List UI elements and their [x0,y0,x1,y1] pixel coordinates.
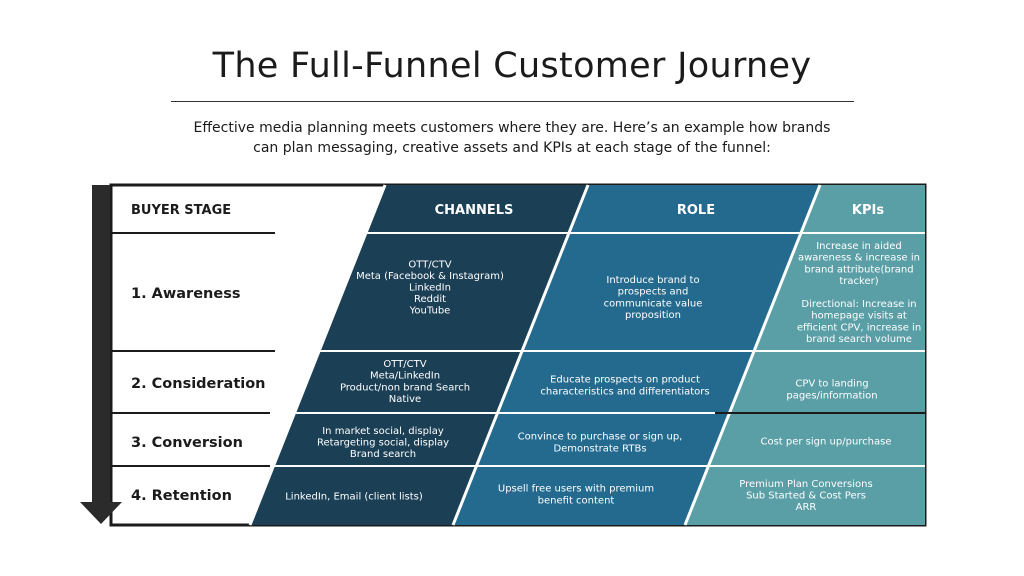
cell-line: Demonstrate RTBs [553,443,646,454]
cell-line: Reddit [414,294,446,305]
cell-line: Brand search [350,449,416,460]
cell-line: prospects and [618,287,689,298]
stage-conversion: 3. Conversion [131,435,243,451]
cell-line: brand attribute(brand [804,264,913,275]
cell-role-row-3: Convince to purchase or sign up,Demonstr… [518,432,683,455]
cell-line: awareness & increase in [798,253,920,264]
kpis-band [685,185,925,525]
cell-line: Sub Started & Cost Pers [746,491,866,502]
cell-line: Product/non brand Search [340,382,470,393]
cell-line: LinkedIn, Email (client lists) [285,492,423,503]
cell-line: Educate prospects on product [550,375,700,386]
subtitle-line-2: can plan messaging, creative assets and … [253,140,771,156]
cell-line: benefit content [538,495,615,506]
header-channels: CHANNELS [435,203,514,218]
cell-line: characteristics and differentiators [540,386,709,397]
cell-line: homepage visits at [811,311,907,322]
cell-line: Meta (Facebook & Instagram) [356,271,504,282]
role-band [453,185,820,525]
channels-band [250,185,588,525]
cell-line: Convince to purchase or sign up, [518,432,683,443]
cell-line: YouTube [409,306,451,317]
cell-line: Upsell free users with premium [498,484,654,495]
page-title: The Full-Funnel Customer Journey [212,46,812,86]
cell-line: pages/information [786,390,877,401]
cell-line: Premium Plan Conversions [739,479,872,490]
stage-retention: 4. Retention [131,488,232,504]
cell-line: CPV to landing [795,379,868,390]
cell-line: proposition [625,310,681,321]
cell-line: Retargeting social, display [317,438,449,449]
cell-line: ARR [796,502,817,513]
cell-line: tracker) [839,276,878,287]
cell-line: Introduce brand to [606,275,699,286]
stage-awareness: 1. Awareness [131,286,240,302]
cell-line: In market social, display [322,426,444,437]
cell-line: Increase in aided [816,241,902,252]
cell-kpis-row-3: Cost per sign up/purchase [760,437,891,448]
stage-consideration: 2. Consideration [131,376,266,392]
funnel-arrow-head [80,502,122,524]
column-divider [248,184,387,526]
cell-line: efficient CPV, increase in [797,322,921,333]
cell-channels-row-4: LinkedIn, Email (client lists) [285,492,423,503]
cell-line: LinkedIn [409,283,451,294]
cell-line: brand search volume [806,334,912,345]
column-divider [451,184,590,526]
cell-line: communicate value [604,298,703,309]
cell-line: Meta/LinkedIn [370,371,440,382]
column-divider [683,184,822,526]
subtitle-line-1: Effective media planning meets customers… [193,120,831,136]
cell-line: OTT/CTV [408,259,451,270]
cell-line: Directional: Increase in [801,299,916,310]
cell-line: Native [389,394,421,405]
title-divider [171,101,854,102]
funnel-arrow-shaft [92,185,110,503]
header-role: ROLE [677,203,715,218]
cell-line: Cost per sign up/purchase [760,437,891,448]
cell-line: OTT/CTV [383,359,426,370]
header-buyer-stage: BUYER STAGE [131,203,231,218]
header-kpis: KPIs [852,203,884,218]
